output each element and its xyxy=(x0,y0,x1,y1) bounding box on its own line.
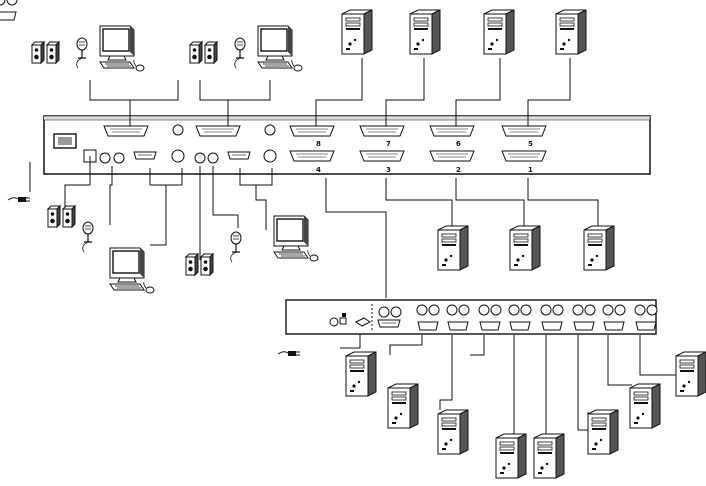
speaker-icon xyxy=(31,41,60,64)
microphone-icon xyxy=(234,37,246,69)
computer-tower-icon xyxy=(483,9,515,55)
computer-tower-icon xyxy=(495,433,527,479)
speaker-icon xyxy=(47,205,76,228)
port-label-3: 3 xyxy=(386,166,391,174)
computer-tower-icon xyxy=(341,9,373,55)
monitor-icon xyxy=(99,25,145,72)
port-label-7: 7 xyxy=(386,140,391,148)
console-b-kvm-port xyxy=(195,125,241,137)
console-a-vga-port xyxy=(133,151,157,160)
console-b-devices xyxy=(189,25,303,72)
console-a-kvm-port xyxy=(103,125,149,137)
main-kvm-switch: 8 7 6 5 4 3 2 1 xyxy=(43,115,651,175)
computer-tower-icon xyxy=(387,383,419,429)
console-a-devices xyxy=(31,25,145,72)
port-label-6: 6 xyxy=(456,140,461,148)
computer-tower-icon xyxy=(533,433,565,479)
speaker-icon xyxy=(189,41,218,64)
computer-tower-icon xyxy=(437,409,469,455)
microphone-icon xyxy=(76,37,88,69)
power-plug-icon xyxy=(7,196,31,203)
port-label-1: 1 xyxy=(528,166,533,174)
microphone-icon xyxy=(230,231,242,263)
secondary-kvm-switch xyxy=(0,0,658,335)
console-b-vga-port xyxy=(227,151,251,160)
monitor-icon xyxy=(109,247,155,294)
port-label-2: 2 xyxy=(456,166,461,174)
computer-tower-icon xyxy=(345,351,377,397)
computer-tower-icon xyxy=(587,409,619,455)
port-label-4: 4 xyxy=(316,166,321,174)
monitor-icon xyxy=(273,215,319,262)
port-label-5: 5 xyxy=(528,140,533,148)
computer-tower-icon xyxy=(509,225,541,271)
computer-tower-icon xyxy=(409,9,441,55)
monitor-icon xyxy=(257,25,303,72)
cables xyxy=(29,58,678,440)
port-label-8: 8 xyxy=(316,140,321,148)
computer-tower-icon xyxy=(629,383,661,429)
computer-tower-icon xyxy=(437,225,469,271)
computer-tower-icon xyxy=(583,225,615,271)
microphone-icon xyxy=(82,221,94,253)
computer-tower-icon xyxy=(675,351,706,397)
power-plug-icon xyxy=(277,350,301,357)
computer-tower-icon xyxy=(555,9,587,55)
